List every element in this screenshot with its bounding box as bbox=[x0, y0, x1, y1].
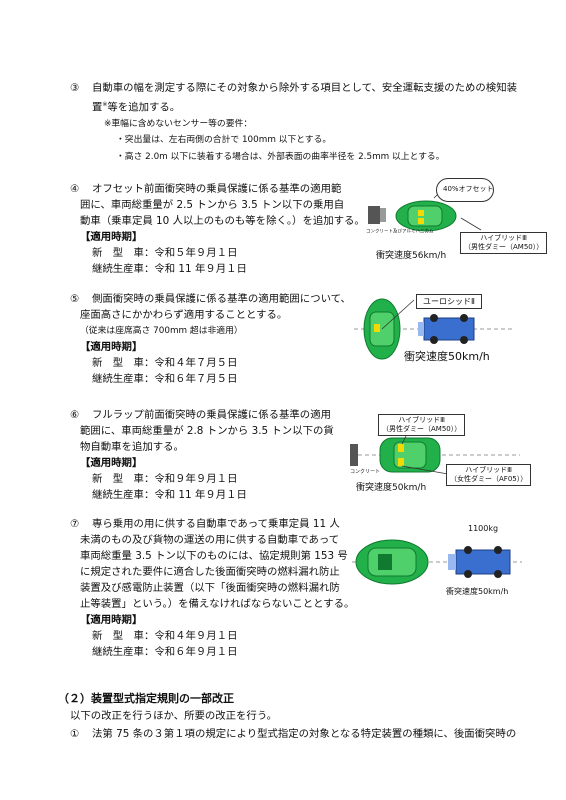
offset-bubble bbox=[436, 178, 494, 202]
item5-new-model: 新 型 車：令和４年７月５日 bbox=[92, 357, 238, 369]
male-dummy-name: ハイブリッドⅢ bbox=[398, 416, 445, 424]
offset-label: 40%オフセット bbox=[443, 185, 494, 193]
offset-crash-illustration bbox=[368, 187, 482, 232]
impactor-cart bbox=[455, 549, 511, 575]
item3-line2: 置※等を追加する。 bbox=[92, 101, 181, 114]
honeycomb-block bbox=[380, 208, 386, 222]
side-impact-figure: ユーロシッドⅡ 衝突速度50km/h bbox=[354, 288, 524, 370]
dummy-name: ハイブリッドⅢ bbox=[480, 234, 527, 242]
item6-line1: フルラップ前面衝突時の乗員保護に係る基準の適用 bbox=[92, 409, 331, 421]
barrier-cart bbox=[423, 317, 475, 341]
rear-impact-illustration bbox=[352, 539, 522, 585]
rear-impact-figure: 1100kg 衝突速度50km/h bbox=[352, 518, 526, 608]
item6-new-model: 新 型 車：令和９年９月１日 bbox=[92, 473, 238, 485]
item4-continued: 継続生産車：令和 11 年９月１日 bbox=[92, 263, 247, 275]
item7-continued: 継続生産車：令和６年９月１日 bbox=[92, 646, 238, 658]
offset-crash-figure: 40%オフセット コンクリート及びアルミハニカム ハイブリッドⅢ （男性ダミー（… bbox=[366, 178, 548, 266]
section2-item1-text: 法第 75 条の３第１項の規定により型式指定の対象となる特定装置の種類に、後面衝… bbox=[92, 728, 517, 740]
item6-apply-heading: 【適用時期】 bbox=[80, 457, 143, 469]
item5-continued: 継続生産車：令和６年７月５日 bbox=[92, 373, 238, 385]
item7-line5: 装置及び感電防止装置（以下「後面衝突時の燃料漏れ防 bbox=[80, 582, 340, 594]
item3-number: ③ bbox=[70, 82, 80, 94]
item7-apply-heading: 【適用時期】 bbox=[80, 614, 143, 626]
section2-item1-number: ① bbox=[70, 728, 80, 740]
item5-number: ⑤ bbox=[70, 293, 80, 305]
item7-number: ⑦ bbox=[70, 518, 80, 530]
item3-note1: ・突出量は、左右両側の合計で 100mm 以下とする。 bbox=[116, 135, 332, 145]
speed-label: 衝突速度56km/h bbox=[376, 251, 447, 261]
item3-note-head: ※車幅に含めないセンサー等の要件： bbox=[104, 119, 253, 129]
dummy-label-box: ハイブリッドⅢ （男性ダミー（AM50）） bbox=[460, 232, 548, 254]
male-dummy-type: （男性ダミー（AM50）） bbox=[382, 425, 462, 433]
item4-apply-heading: 【適用時期】 bbox=[80, 231, 143, 243]
barrier-block bbox=[350, 444, 358, 466]
full-lap-figure: ハイブリッドⅢ （男性ダミー（AM50）） ハイブリッドⅢ （女性ダミー（AF0… bbox=[350, 408, 532, 500]
item7-line4: に規定された要件に適合した後面衝突時の燃料漏れ防止 bbox=[80, 566, 340, 578]
item4-number: ④ bbox=[70, 183, 80, 195]
speed-label: 衝突速度50km/h bbox=[404, 350, 490, 363]
item5-note: （従来は座席高さ 700mm 超は非適用） bbox=[80, 326, 243, 336]
item6-number: ⑥ bbox=[70, 409, 80, 421]
impactor-mass-label: 1100kg bbox=[468, 524, 499, 533]
barrier-label: コンクリート及びアルミハニカム bbox=[366, 228, 434, 235]
item7-new-model: 新 型 車：令和４年９月１日 bbox=[92, 630, 238, 642]
item4-line2: 囲に、車両総重量が 2.5 トンから 3.5 トン以下の乗用自 bbox=[80, 199, 345, 211]
barrier-label: コンクリート bbox=[350, 469, 381, 475]
item4-new-model: 新 型 車：令和５年９月１日 bbox=[92, 247, 238, 259]
side-impact-illustration bbox=[354, 298, 514, 360]
item3-note2: ・高さ 2.0m 以下に装着する場合は、外部表面の曲率半径を 2.5mm 以上と… bbox=[116, 152, 445, 162]
item6-continued: 継続生産車：令和 11 年９月１日 bbox=[92, 489, 247, 501]
item4-line3: 動車（乗車定員 10 人以上のものも等を除く。）を追加する。 bbox=[80, 215, 365, 227]
item7-line6: 止等装置」という。）を備えなければならないこととする。 bbox=[80, 598, 355, 610]
item5-line2: 座面高さにかかわらず適用することとする。 bbox=[80, 309, 288, 321]
item4-line1: オフセット前面衝突時の乗員保護に係る基準の適用範 bbox=[92, 183, 342, 195]
item6-line3: 物自動車を追加する。 bbox=[80, 441, 184, 453]
dummy-label-box: ユーロシッドⅡ bbox=[416, 294, 482, 309]
female-dummy-name: ハイブリッドⅢ bbox=[465, 466, 512, 474]
item6-line2: 範囲に、車両総重量が 2.8 トンから 3.5 トン以下の貨 bbox=[80, 425, 334, 437]
section2-intro: 以下の改正を行うほか、所要の改正を行う。 bbox=[70, 710, 277, 722]
item5-apply-heading: 【適用時期】 bbox=[80, 341, 143, 353]
item3-line1: 自動車の幅を測定する際にその対象から除外する項目として、安全運転支援のための検知… bbox=[92, 82, 517, 94]
female-dummy-type: （女性ダミー（AF05）） bbox=[450, 475, 528, 483]
item7-line2: 未満のもの及び貨物の運送の用に供する自動車であって bbox=[80, 534, 340, 546]
speed-label: 衝突速度50km/h bbox=[446, 587, 509, 596]
female-dummy-label-box: ハイブリッドⅢ （女性ダミー（AF05）） bbox=[446, 464, 532, 486]
item5-line1: 側面衝突時の乗員保護に係る基準の適用範囲について、 bbox=[92, 293, 351, 305]
item7-line3: 車両総重量 3.5 トン以下のものには、協定規則第 153 号 bbox=[80, 550, 348, 562]
section2-title: （２）装置型式指定規則の一部改正 bbox=[58, 692, 234, 705]
item7-line1: 専ら乗用の用に供する自動車であって乗車定員 11 人 bbox=[92, 518, 340, 530]
dummy-type: （男性ダミー（AM50）） bbox=[464, 243, 544, 251]
speed-label: 衝突速度50km/h bbox=[356, 483, 427, 493]
male-dummy-label-box: ハイブリッドⅢ （男性ダミー（AM50）） bbox=[378, 414, 466, 436]
full-lap-illustration bbox=[350, 427, 520, 475]
barrier-block bbox=[368, 206, 380, 224]
